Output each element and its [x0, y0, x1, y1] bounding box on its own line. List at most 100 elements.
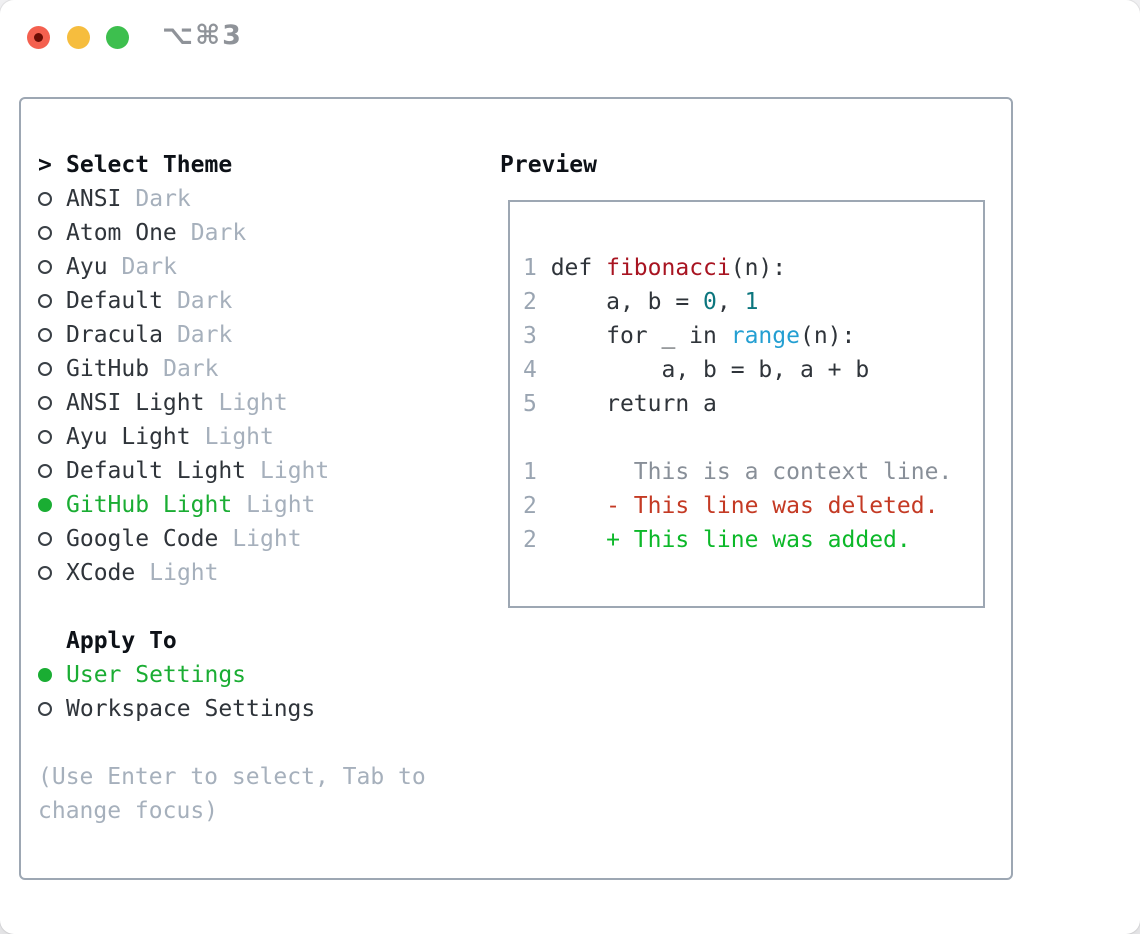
theme-name: ANSI	[66, 186, 122, 212]
theme-option[interactable]: Atom One Dark	[38, 216, 426, 250]
radio-unselected-icon	[38, 702, 66, 716]
theme-name: ANSI Light	[66, 390, 205, 416]
theme-name: Ayu	[66, 254, 108, 280]
theme-variant-tag: Dark	[190, 220, 247, 246]
radio-selected-icon	[38, 498, 66, 512]
theme-option[interactable]: Dracula Dark	[38, 318, 426, 352]
theme-variant-tag: Light	[218, 390, 288, 416]
theme-option[interactable]: XCode Light	[38, 556, 426, 590]
radio-unselected-icon	[38, 396, 66, 410]
theme-option[interactable]: GitHub Dark	[38, 352, 426, 386]
theme-name: Default Light	[66, 458, 247, 484]
theme-name: GitHub	[66, 356, 150, 382]
radio-unselected-icon	[38, 294, 66, 308]
theme-name: Atom One	[66, 220, 177, 246]
hint-text-line-1: (Use Enter to select, Tab to	[38, 764, 426, 790]
radio-unselected-icon	[38, 192, 66, 206]
theme-variant-tag: Light	[260, 458, 330, 484]
theme-name: Dracula	[66, 322, 163, 348]
apply-to-label: User Settings	[66, 662, 247, 688]
theme-name: Google Code	[66, 526, 219, 552]
line-number: 4	[523, 357, 537, 383]
theme-variant-tag: Light	[246, 492, 316, 518]
code-token: 0	[703, 289, 717, 315]
radio-unselected-icon	[38, 532, 66, 546]
line-number: 1	[523, 255, 537, 281]
code-token: return a	[536, 391, 717, 417]
apply-to-option[interactable]: Workspace Settings	[38, 692, 426, 726]
theme-variant-tag: Dark	[163, 356, 219, 382]
apply-to-option[interactable]: User Settings	[38, 658, 426, 692]
theme-variant-tag: Dark	[176, 288, 233, 314]
radio-unselected-icon	[38, 464, 66, 478]
theme-option[interactable]: Default Light Light	[38, 454, 426, 488]
theme-option[interactable]: Google Code Light	[38, 522, 426, 556]
code-line	[523, 421, 952, 455]
theme-name: Ayu Light	[66, 424, 191, 450]
code-line: 4 a, b = b, a + b	[523, 353, 952, 387]
theme-variant-tag: Light	[149, 560, 219, 586]
theme-variant-tag: Dark	[135, 186, 191, 212]
radio-unselected-icon	[38, 260, 66, 274]
theme-name: Default	[66, 288, 163, 314]
preview-title: Preview	[500, 152, 597, 178]
radio-unselected-icon	[38, 566, 66, 580]
theme-option[interactable]: ANSI Dark	[38, 182, 426, 216]
code-token: a, b = b, a + b	[536, 357, 870, 383]
code-line: 5 return a	[523, 387, 952, 421]
apply-to-label: Workspace Settings	[66, 696, 316, 722]
theme-option[interactable]: Default Dark	[38, 284, 426, 318]
code-token: ,	[716, 289, 745, 315]
code-line: 3 for _ in range(n):	[523, 319, 952, 353]
code-token: + This line was added.	[536, 527, 911, 553]
theme-option[interactable]: GitHub Light Light	[38, 488, 426, 522]
code-token: def	[536, 255, 607, 281]
code-token: (n):	[730, 255, 787, 281]
theme-variant-tag: Dark	[176, 322, 233, 348]
spacer-row	[38, 726, 426, 760]
code-token: range	[730, 323, 800, 349]
line-number: 3	[523, 323, 537, 349]
theme-variant-tag: Light	[232, 526, 302, 552]
theme-variant-tag: Light	[204, 424, 274, 450]
code-token: fibonacci	[606, 255, 731, 281]
code-token: (n):	[799, 323, 856, 349]
theme-option[interactable]: Ayu Light Light	[38, 420, 426, 454]
theme-name: XCode	[66, 560, 136, 586]
apply-to-title: Apply To	[66, 628, 177, 654]
line-number: 5	[523, 391, 537, 417]
close-button[interactable]	[27, 26, 50, 49]
prompt-caret-icon: >	[38, 152, 52, 178]
zoom-button[interactable]	[106, 26, 129, 49]
apply-to-header-row: Apply To	[38, 624, 426, 658]
line-number: 2	[523, 527, 537, 553]
minimize-button[interactable]	[67, 26, 90, 49]
theme-variant-tag: Dark	[121, 254, 177, 280]
code-line: 2 + This line was added.	[523, 523, 952, 557]
line-number: 2	[523, 493, 537, 519]
radio-unselected-icon	[38, 430, 66, 444]
code-token: This is a context line.	[536, 459, 953, 485]
radio-unselected-icon	[38, 362, 66, 376]
code-token: 1	[744, 289, 759, 315]
code-line: 1 This is a context line.	[523, 455, 952, 489]
code-line: 2 a, b = 0, 1	[523, 285, 952, 319]
code-token: a, b =	[536, 289, 704, 315]
code-token: for _ in	[536, 323, 731, 349]
theme-option[interactable]: Ayu Dark	[38, 250, 426, 284]
theme-option[interactable]: ANSI Light Light	[38, 386, 426, 420]
code-line: 1 def fibonacci(n):	[523, 251, 952, 285]
line-number: 1	[523, 459, 537, 485]
code-token: - This line was deleted.	[536, 493, 939, 519]
radio-unselected-icon	[38, 226, 66, 240]
theme-name: GitHub Light	[66, 492, 233, 518]
hint-text-line-2: change focus)	[38, 798, 219, 824]
select-theme-title: Select Theme	[66, 152, 233, 178]
